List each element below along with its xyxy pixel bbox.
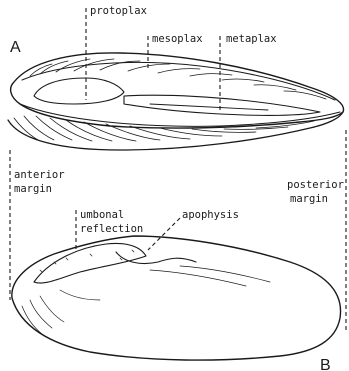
metaplax-plate: [150, 104, 268, 110]
label-apophysis: apophysis: [182, 209, 239, 221]
leader-apophysis: [148, 218, 180, 250]
apophysis: [116, 252, 196, 264]
protoplax-plate: [34, 78, 124, 104]
label-umbonal-reflection: reflection: [80, 223, 143, 235]
panel-a: A protoplax: [8, 5, 344, 150]
label-posterior-margin: margin: [290, 193, 328, 205]
label-anterior: anterior: [14, 169, 65, 181]
upper-valve-band: [22, 62, 335, 100]
label-posterior: posterior: [287, 179, 344, 191]
panel-a-letter: A: [10, 39, 21, 56]
panel-b-letter: B: [320, 357, 331, 371]
umbonal-reflection: [34, 244, 146, 284]
label-mesoplax: mesoplax: [152, 33, 203, 45]
valve-lateral-outline: [12, 236, 341, 360]
valve-surface-stipple: [22, 250, 270, 334]
panel-b: anterior margin posterior margin umbonal…: [10, 130, 346, 371]
upper-valve-growth-lines: [30, 59, 326, 99]
mesoplax-plate: [124, 95, 320, 115]
label-metaplax: metaplax: [226, 33, 277, 45]
label-protoplax: protoplax: [90, 5, 147, 17]
label-umbonal: umbonal: [80, 209, 124, 221]
label-anterior-margin: margin: [14, 183, 52, 195]
